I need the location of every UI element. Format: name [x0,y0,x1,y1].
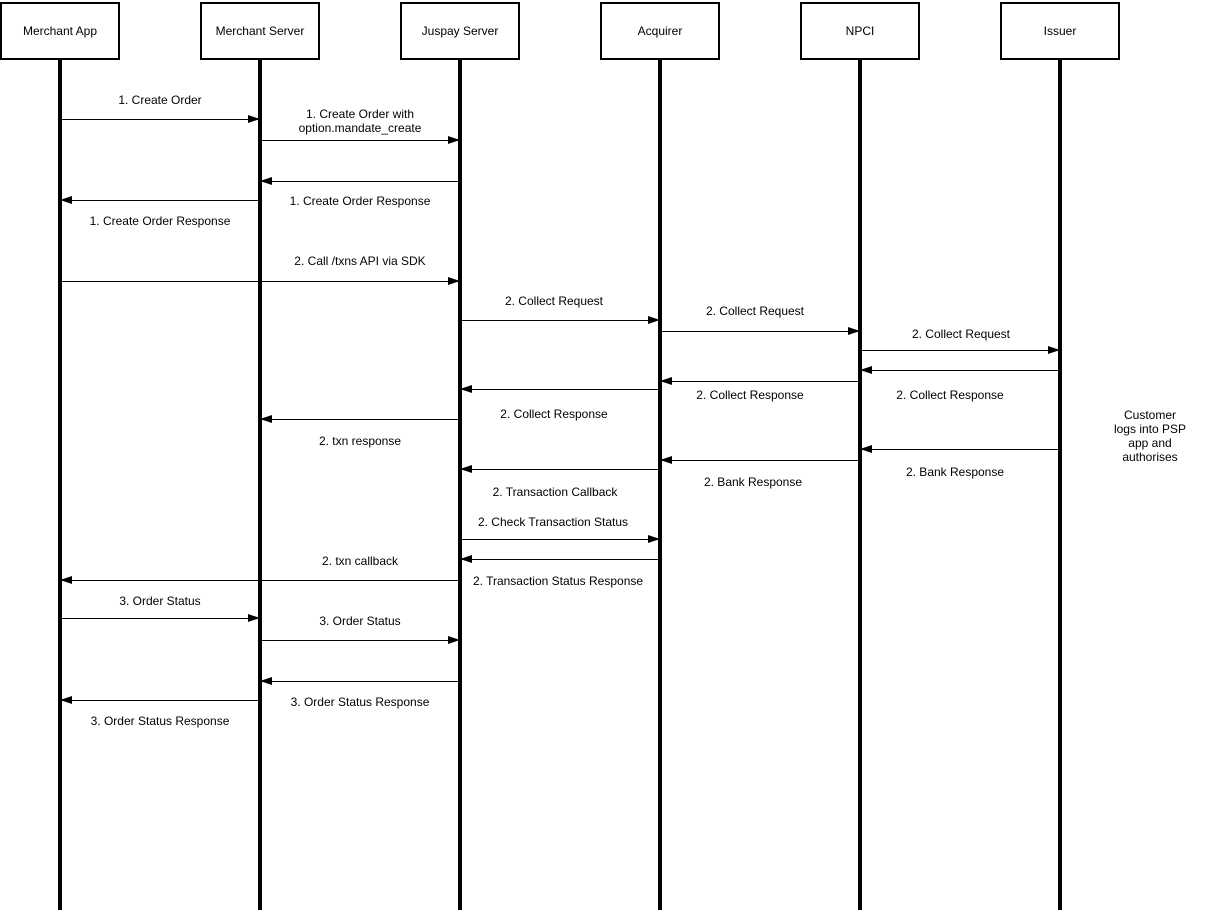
message-label-15: 2. Transaction Callback [489,485,621,499]
message-label-3: 1. Create Order Response [286,194,434,208]
arrowhead-left-icon [60,576,72,584]
message-arrow-21 [260,677,458,685]
message-arrow-16 [462,535,660,543]
arrowhead-right-icon [448,277,460,285]
message-arrow-12 [260,415,458,423]
actor-label-juspay-server: Juspay Server [421,24,499,38]
arrowhead-left-icon [60,196,72,204]
message-arrow-14 [660,456,858,464]
arrowhead-left-icon [460,385,472,393]
arrowhead-right-icon [248,115,260,123]
message-label-5: 2. Call /txns API via SDK [291,254,429,268]
arrowhead-left-icon [260,677,272,685]
actor-box-issuer: Issuer [1000,2,1120,60]
arrowhead-right-icon [448,636,460,644]
actor-box-merchant-app: Merchant App [0,2,120,60]
actor-label-issuer: Issuer [1043,24,1077,38]
message-arrow-8 [862,346,1060,354]
message-arrow-9 [860,366,1058,374]
message-arrow-13 [860,445,1058,453]
lifeline-merchant-server [258,60,262,910]
actor-box-juspay-server: Juspay Server [400,2,520,60]
lifeline-issuer [1058,60,1062,910]
message-label-14: 2. Bank Response [700,475,806,489]
actor-box-npci: NPCI [800,2,920,60]
lifeline-juspay-server [458,60,462,910]
message-arrow-20 [262,636,460,644]
actor-label-npci: NPCI [845,24,875,38]
message-label-20: 3. Order Status [316,614,404,628]
actor-box-merchant-server: Merchant Server [200,2,320,60]
message-label-11: 2. Collect Response [497,407,611,421]
message-label-4: 1. Create Order Response [86,214,234,228]
actor-label-merchant-server: Merchant Server [215,24,305,38]
lifeline-npci [858,60,862,910]
lifeline-acquirer [658,60,662,910]
message-arrow-15 [460,465,658,473]
message-label-21: 3. Order Status Response [287,695,433,709]
arrowhead-left-icon [460,555,472,563]
message-label-17: 2. Transaction Status Response [469,574,647,588]
message-label-1: 1. Create Order [115,93,205,107]
arrowhead-left-icon [660,456,672,464]
arrowhead-right-icon [648,316,660,324]
actor-label-acquirer: Acquirer [637,24,683,38]
message-label-6: 2. Collect Request [501,294,607,308]
arrowhead-left-icon [660,377,672,385]
message-label-2: 1. Create Order with option.mandate_crea… [295,107,425,135]
message-arrow-1 [62,115,260,123]
message-arrow-17 [460,555,658,563]
arrowhead-left-icon [860,366,872,374]
customer-note: Customer logs into PSP app and authorise… [1113,408,1187,464]
arrowhead-right-icon [448,136,460,144]
message-label-18: 2. txn callback [318,554,402,568]
actor-box-acquirer: Acquirer [600,2,720,60]
arrowhead-right-icon [848,327,860,335]
message-arrow-3 [260,177,458,185]
message-label-19: 3. Order Status [116,594,204,608]
message-arrow-11 [460,385,658,393]
arrowhead-right-icon [1048,346,1060,354]
message-arrow-18 [60,576,458,584]
arrowhead-left-icon [260,415,272,423]
arrowhead-left-icon [60,696,72,704]
message-label-22: 3. Order Status Response [87,714,233,728]
message-label-13: 2. Bank Response [902,465,1008,479]
lifeline-merchant-app [58,60,62,910]
message-label-12: 2. txn response [315,434,405,448]
message-arrow-7 [662,327,860,335]
message-arrow-2 [262,136,460,144]
message-arrow-19 [62,614,260,622]
arrowhead-right-icon [648,535,660,543]
message-arrow-6 [462,316,660,324]
arrowhead-left-icon [460,465,472,473]
message-arrow-10 [660,377,858,385]
arrowhead-right-icon [248,614,260,622]
message-arrow-5 [62,277,460,285]
message-label-8: 2. Collect Request [908,327,1014,341]
message-label-16: 2. Check Transaction Status [474,515,632,529]
message-label-9: 2. Collect Response [893,388,1007,402]
message-arrow-4 [60,196,258,204]
actor-label-merchant-app: Merchant App [22,24,98,38]
arrowhead-left-icon [260,177,272,185]
message-label-10: 2. Collect Response [693,388,807,402]
arrowhead-left-icon [860,445,872,453]
message-arrow-22 [60,696,258,704]
message-label-7: 2. Collect Request [702,304,808,318]
